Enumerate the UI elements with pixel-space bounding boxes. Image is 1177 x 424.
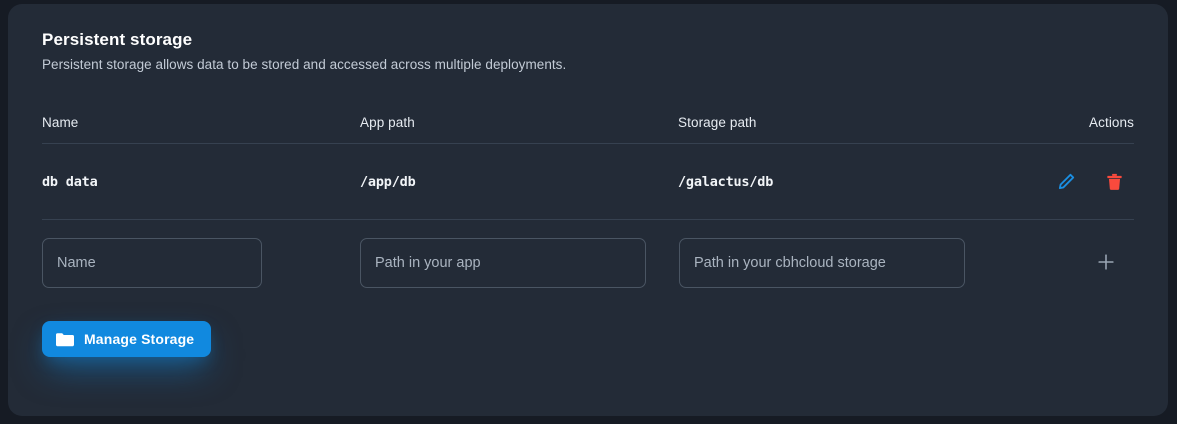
card-content: Persistent storage Persistent storage al… bbox=[8, 4, 1168, 416]
storage-table: Name App path Storage path Actions db da… bbox=[34, 102, 1142, 220]
footer-actions: Manage Storage bbox=[34, 321, 1142, 357]
plus-icon bbox=[1095, 251, 1117, 276]
cell-name: db data bbox=[42, 173, 98, 190]
new-entry-row bbox=[34, 238, 1142, 288]
table-header-row: Name App path Storage path Actions bbox=[42, 102, 1134, 144]
manage-storage-label: Manage Storage bbox=[84, 331, 195, 347]
new-app-path-input[interactable] bbox=[360, 238, 646, 288]
page-title: Persistent storage bbox=[42, 30, 193, 49]
folder-icon bbox=[56, 332, 74, 347]
table-row: db data /app/db /galactus/db bbox=[42, 144, 1134, 220]
edit-row-button[interactable] bbox=[1055, 171, 1077, 193]
column-header-app-path: App path bbox=[360, 115, 415, 130]
new-storage-path-input[interactable] bbox=[679, 238, 965, 288]
pencil-icon bbox=[1057, 172, 1076, 191]
column-header-storage-path: Storage path bbox=[678, 115, 757, 130]
row-actions bbox=[1008, 171, 1134, 193]
cell-storage-path: /galactus/db bbox=[678, 173, 774, 190]
persistent-storage-card: Persistent storage Persistent storage al… bbox=[8, 4, 1168, 416]
new-name-input[interactable] bbox=[42, 238, 262, 288]
page-description: Persistent storage allows data to be sto… bbox=[42, 57, 567, 72]
add-storage-row-button[interactable] bbox=[1093, 250, 1119, 276]
column-header-actions: Actions bbox=[1089, 115, 1134, 130]
manage-storage-button[interactable]: Manage Storage bbox=[42, 321, 212, 357]
column-header-name: Name bbox=[42, 115, 79, 130]
trash-icon bbox=[1105, 172, 1124, 192]
cell-app-path: /app/db bbox=[360, 173, 416, 190]
delete-row-button[interactable] bbox=[1103, 171, 1125, 193]
